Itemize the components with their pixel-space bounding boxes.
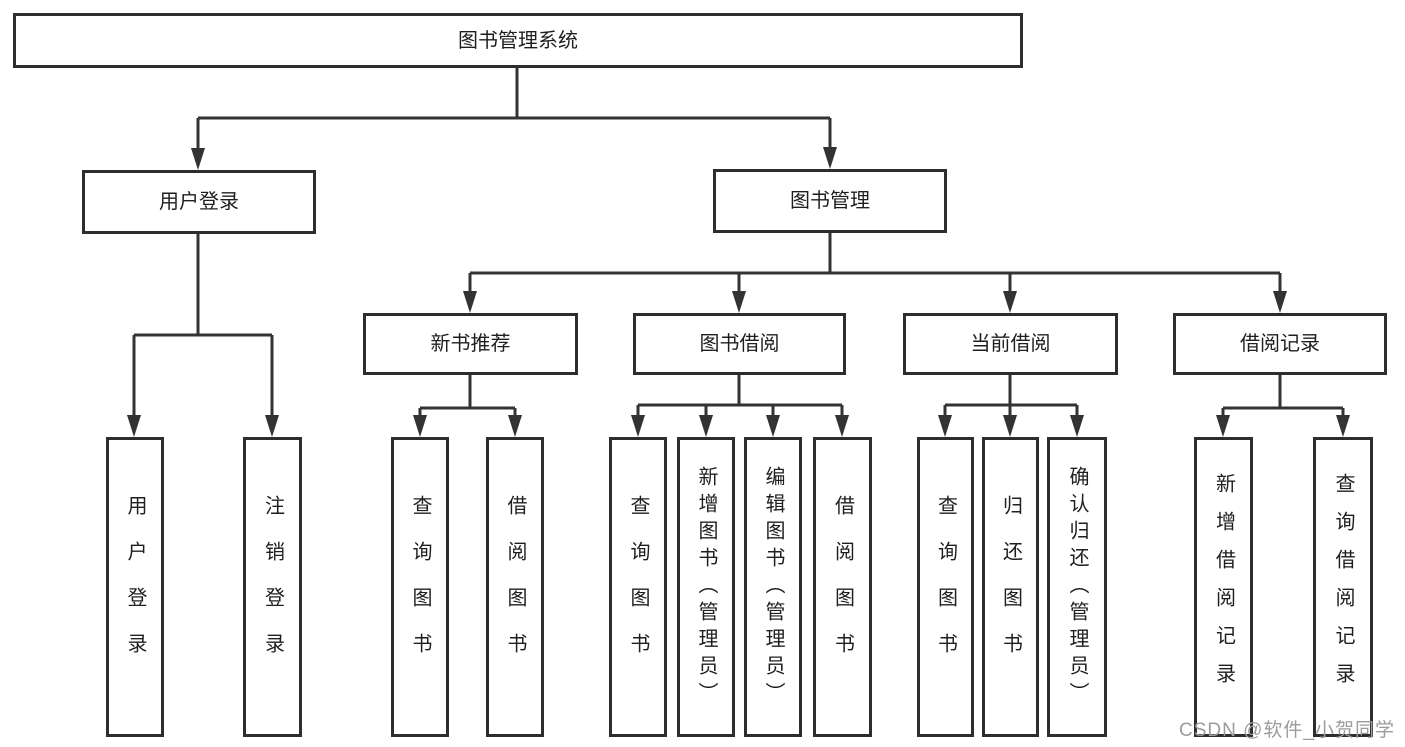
node-book-borrowing: 图书借阅 [633, 313, 846, 375]
connector-current-borrowing-children [938, 375, 1084, 437]
node-book-management: 图书管理 [713, 169, 947, 233]
leaf-query-borrow-record: 查询借阅记录 [1313, 437, 1373, 737]
connector-book-management-children [463, 233, 1287, 313]
node-label: 归还图书 [999, 495, 1022, 679]
node-current-borrowing: 当前借阅 [903, 313, 1118, 375]
leaf-add-books-admin: 新增图书（管理员） [677, 437, 735, 737]
node-label: 编辑图书（管理员） [762, 465, 784, 709]
leaf-return-books: 归还图书 [982, 437, 1039, 737]
connector-book-borrowing-children [631, 375, 849, 437]
connector-user-login-children [127, 234, 279, 437]
node-borrowing-records: 借阅记录 [1173, 313, 1387, 375]
leaf-logout-login: 注销登录 [243, 437, 302, 737]
node-label: 用户登录 [124, 495, 146, 679]
node-label: 新增图书（管理员） [695, 465, 717, 709]
node-label: 图书管理 [790, 190, 870, 212]
leaf-user-login: 用户登录 [106, 437, 164, 737]
node-label: 借阅图书 [504, 495, 526, 679]
node-label: 借阅记录 [1240, 333, 1320, 355]
node-label: 用户登录 [159, 191, 239, 213]
node-label: 查询借阅记录 [1332, 473, 1354, 701]
leaf-borrow-books-borrow: 借阅图书 [813, 437, 872, 737]
leaf-edit-books-admin: 编辑图书（管理员） [744, 437, 802, 737]
node-label: 注销登录 [261, 495, 284, 679]
node-library-management-system: 图书管理系统 [13, 13, 1023, 68]
node-label: 确认归还（管理员） [1066, 465, 1088, 709]
leaf-query-books-current: 查询图书 [917, 437, 974, 737]
leaf-borrow-books-recommend: 借阅图书 [486, 437, 544, 737]
node-new-book-recommendation: 新书推荐 [363, 313, 578, 375]
node-label: 查询图书 [627, 495, 649, 679]
connector-new-book-recommendation-children [413, 375, 522, 437]
node-label: 图书管理系统 [458, 29, 578, 52]
connector-root-to-level2 [191, 68, 837, 170]
node-label: 当前借阅 [970, 333, 1051, 355]
node-label: 借阅图书 [831, 495, 854, 679]
node-label: 新增借阅记录 [1212, 473, 1235, 701]
node-user-login: 用户登录 [82, 170, 316, 234]
leaf-query-books-borrow: 查询图书 [609, 437, 667, 737]
node-label: 图书借阅 [699, 333, 780, 355]
leaf-confirm-return-admin: 确认归还（管理员） [1047, 437, 1107, 737]
node-label: 查询图书 [934, 495, 957, 679]
connector-borrowing-records-children [1216, 375, 1350, 437]
leaf-query-books-recommend: 查询图书 [391, 437, 449, 737]
csdn-watermark: CSDN @软件_小贺同学 [1179, 720, 1395, 741]
leaf-add-borrow-record: 新增借阅记录 [1194, 437, 1253, 737]
node-label: 新书推荐 [430, 333, 511, 355]
node-label: 查询图书 [409, 495, 431, 679]
